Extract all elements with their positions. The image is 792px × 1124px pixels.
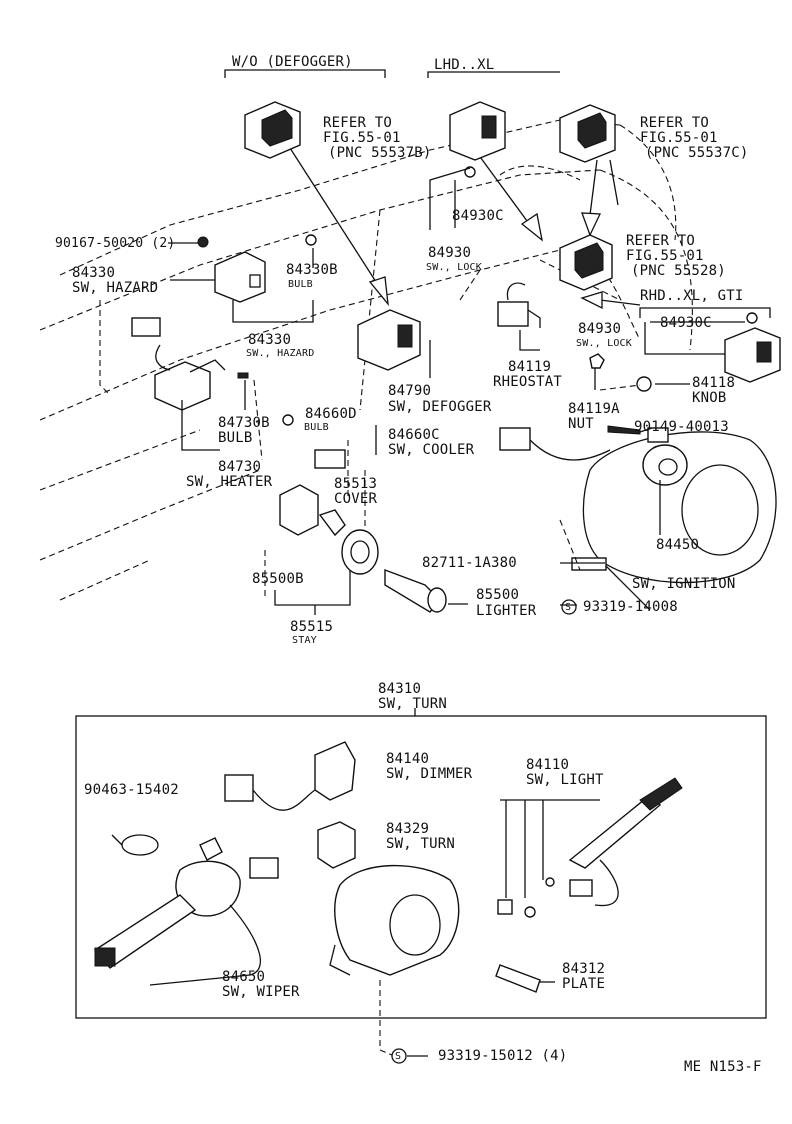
light-switch	[497, 777, 683, 918]
label-85515-num: 85515	[290, 619, 334, 635]
s-mark-1: S	[565, 602, 572, 613]
cooler-switch	[314, 449, 346, 469]
label-84660d-num: 84660D	[305, 406, 357, 422]
label-refer-3-pnc: (PNC 55528)	[631, 263, 726, 279]
label-84930-2-num: 84930	[578, 321, 622, 337]
switch-55537c	[559, 104, 616, 163]
label-85500-num: 85500	[476, 587, 520, 603]
label-84730b-name: BULB	[218, 430, 253, 446]
label-84312-num: 84312	[562, 961, 606, 977]
s-mark-2: S	[395, 1051, 402, 1062]
label-84118-num: 84118	[692, 375, 736, 391]
label-84330b-name: BULB	[288, 279, 313, 290]
label-93319-14008: 93319-14008	[583, 599, 678, 615]
switch-defogger	[357, 309, 421, 371]
lighter	[341, 529, 447, 613]
label-84930-1-name: SW., LOCK	[426, 262, 482, 273]
label-90167: 90167-50020 (2)	[55, 236, 176, 251]
label-84119a-num: 84119A	[568, 401, 620, 417]
label-85515-name: STAY	[292, 635, 317, 646]
label-84660c-num: 84660C	[388, 427, 440, 443]
label-84110-name: SW, LIGHT	[526, 772, 604, 788]
label-refer-2-fig: FIG.55-01	[640, 130, 718, 146]
label-84140-num: 84140	[386, 751, 430, 767]
label-93319-15012: 93319-15012 (4)	[438, 1048, 568, 1064]
label-84140-name: SW, DIMMER	[386, 766, 473, 782]
label-refer-1-fig: FIG.55-01	[323, 130, 401, 146]
label-lhd-xl: LHD..XL	[434, 57, 495, 73]
label-84330b-num: 84330B	[286, 262, 338, 278]
label-84930c-1: 84930C	[452, 208, 504, 224]
label-84650-name: SW, WIPER	[222, 984, 300, 1000]
label-84110-num: 84110	[526, 757, 570, 773]
label-84329-name: SW, TURN	[386, 836, 456, 852]
label-84930c-2: 84930C	[660, 315, 712, 331]
switch-55528	[559, 234, 613, 291]
label-84330-num: 84330	[72, 265, 116, 281]
turn-switch-box	[75, 715, 767, 1019]
label-84310-name: SW, TURN	[378, 696, 448, 712]
cover	[279, 484, 346, 537]
label-84730-name: SW, HEATER	[186, 474, 273, 490]
label-84330-2-num: 84330	[248, 332, 292, 348]
turn-sw-block	[317, 821, 356, 869]
label-84730-num: 84730	[218, 459, 262, 475]
label-84329-num: 84329	[386, 821, 430, 837]
label-84310-num: 84310	[378, 681, 422, 697]
label-rhd-xl-gti: RHD..XL, GTI	[640, 288, 744, 304]
label-84119-num: 84119	[508, 359, 552, 375]
label-90149: 90149-40013	[634, 419, 729, 435]
plate	[495, 964, 555, 993]
rheostat	[497, 282, 541, 328]
wiper-switch	[93, 837, 279, 986]
ignition-switch	[499, 427, 688, 486]
label-85513-num: 85513	[334, 476, 378, 492]
label-84660c-name: SW, COOLER	[388, 442, 475, 458]
label-refer-1: REFER TO	[323, 115, 393, 131]
switch-heater	[131, 317, 226, 411]
dimmer-switch	[224, 741, 356, 811]
switch-lhd	[449, 101, 506, 161]
ignition-housing	[582, 431, 777, 611]
band-clamp	[111, 834, 159, 856]
label-84450-num: 84450	[656, 537, 700, 553]
label-refer-1-pnc: (PNC 55537B)	[328, 145, 432, 161]
label-85500b: 85500B	[252, 571, 304, 587]
switch-rhd-lock	[724, 327, 781, 383]
label-90463: 90463-15402	[84, 782, 179, 798]
leader-lines	[168, 167, 745, 716]
label-84790-name: SW, DEFOGGER	[388, 399, 492, 415]
label-refer-3: REFER TO	[626, 233, 696, 249]
label-82711: 82711-1A380	[422, 555, 517, 571]
reference-code: ME N153-F	[684, 1059, 762, 1075]
label-84119a-name: NUT	[568, 416, 594, 432]
label-wo-defogger: W/O (DEFOGGER)	[232, 54, 353, 70]
label-84730b-num: 84730B	[218, 415, 270, 431]
label-refer-3-fig: FIG.55-01	[626, 248, 704, 264]
label-85513-name: COVER	[334, 491, 378, 507]
switch-55537b	[244, 101, 301, 159]
dashed-leaders	[253, 379, 641, 1056]
label-84790-num: 84790	[388, 383, 432, 399]
header-brackets	[224, 69, 771, 318]
label-84660d-name: BULB	[304, 422, 329, 433]
label-84330-name: SW, HAZARD	[72, 280, 159, 296]
s-marks	[391, 599, 577, 1064]
label-refer-2-pnc: (PNC 55537C)	[645, 145, 749, 161]
label-84312-name: PLATE	[562, 976, 606, 992]
switch-hazard	[214, 251, 266, 303]
label-84930-2-name: SW., LOCK	[576, 338, 632, 349]
leader-arrows	[289, 147, 641, 310]
label-84450-name: SW, IGNITION	[632, 576, 736, 592]
fasteners	[197, 166, 758, 571]
label-84930-1-num: 84930	[428, 245, 472, 261]
label-84330-2-name: SW., HAZARD	[246, 348, 315, 359]
label-84650-num: 84650	[222, 969, 266, 985]
column-housing	[329, 864, 460, 976]
label-refer-2: REFER TO	[640, 115, 710, 131]
label-85500-name: LIGHTER	[476, 603, 537, 619]
label-84118-name: KNOB	[692, 390, 727, 406]
label-84119-name: RHEOSTAT	[493, 374, 563, 390]
